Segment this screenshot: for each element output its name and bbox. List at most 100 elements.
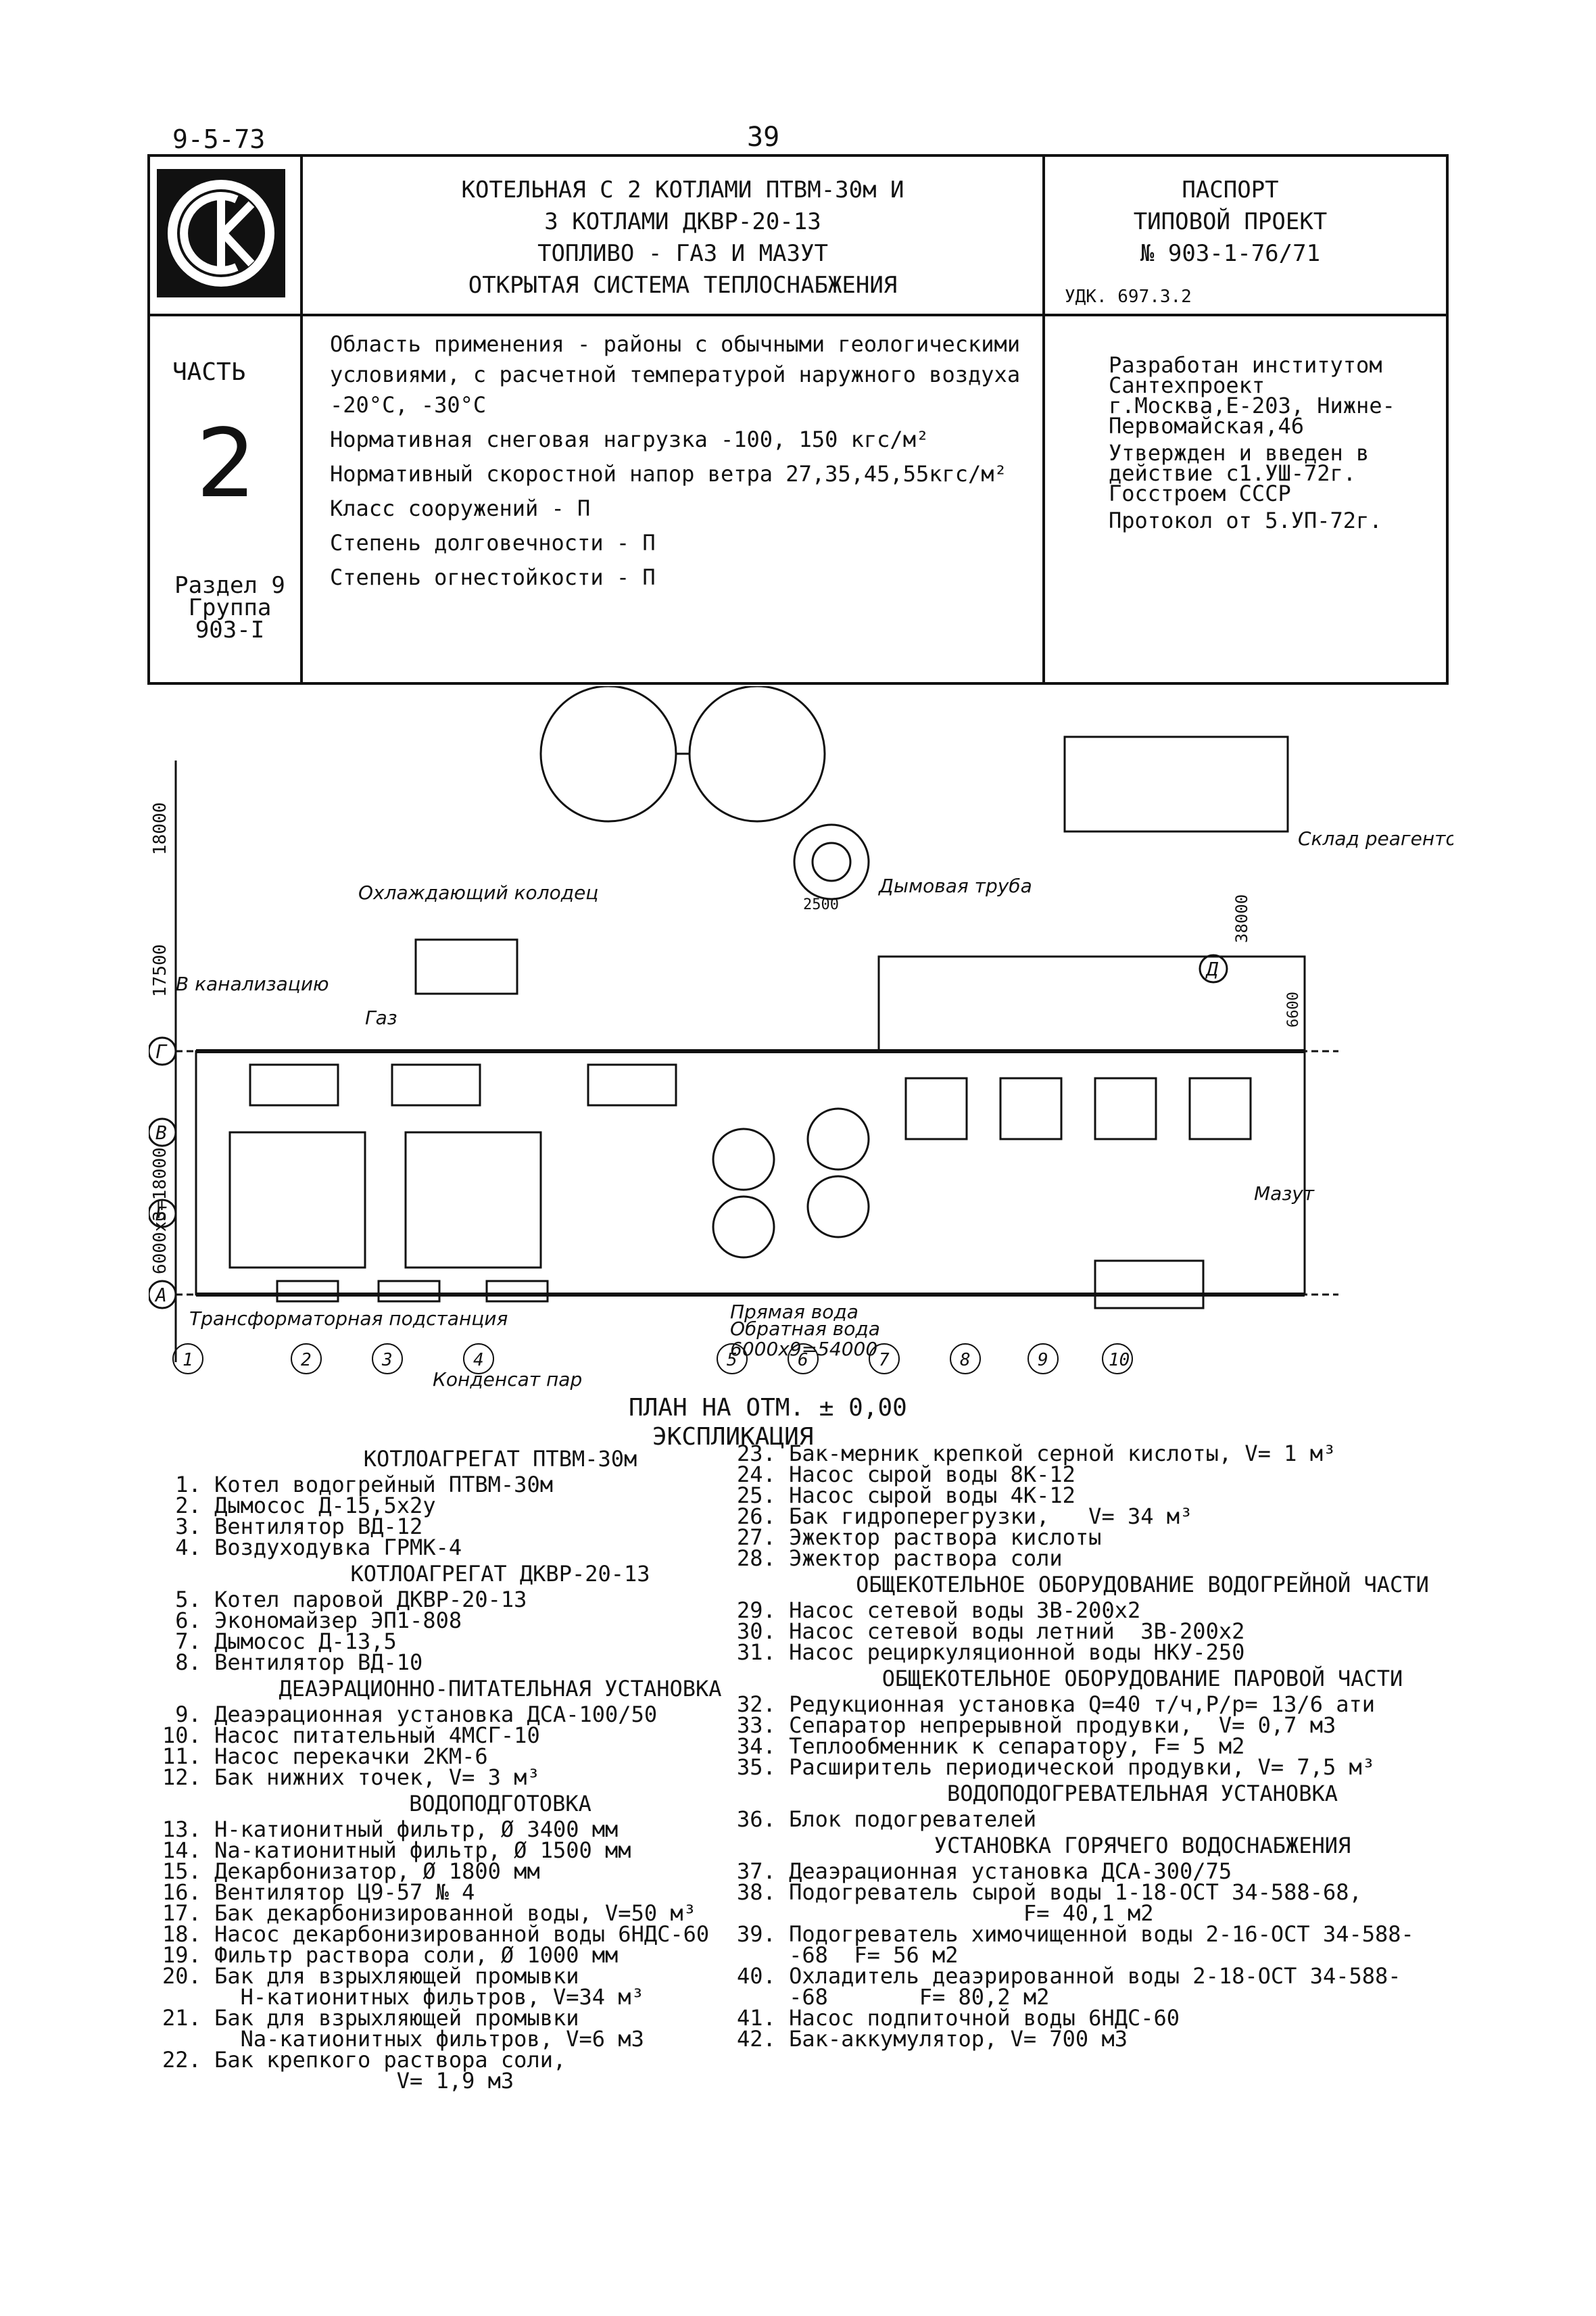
group-title: УСТАНОВКА ГОРЯЧЕГО ВОДОСНАБЖЕНИЯ [934,1833,1351,1858]
section-group: Раздел 9 Группа 903-I [169,574,291,644]
udk-code: УДК. 697.3.2 [1065,287,1192,307]
explication-item: 6. Экономайзер ЭП1-808 [162,1608,462,1633]
axis-6: 6 [798,1350,808,1370]
explication-item: V= 1,9 м3 [162,2068,514,2094]
explication-item: 34. Теплообменник к сепаратору, F= 5 м2 [737,1733,1245,1759]
explication-item: Na-катионитных фильтров, V=6 м3 [162,2026,644,2052]
label-transformer: Трансформаторная подстанция [189,1307,508,1330]
scope-line-4: Класс сооружений - П [330,496,591,521]
title-line-1: КОТЕЛЬНАЯ С 2 КОТЛАМИ ПТВМ-30м И [461,176,904,203]
developer-line-2: Утвержден и введен в действие с1.УШ-72г.… [1109,440,1370,506]
dim-18000-grid: 6000х3=18000 [150,1147,170,1274]
explication-title: ЭКСПЛИКАЦИЯ [652,1423,814,1451]
explication-item: 40. Охладитель деаэрированной воды 2-18-… [737,1963,1401,1989]
title-line-2: 3 КОТЛАМИ ДКВР-20-13 [544,208,821,235]
group-title: ОБЩЕКОТЕЛЬНОЕ ОБОРУДОВАНИЕ ПАРОВОЙ ЧАСТИ [881,1666,1403,1691]
label-fuel-oil: Мазут [1254,1182,1315,1205]
explication-item: 11. Насос перекачки 2КМ-6 [162,1743,488,1769]
explication-item: 25. Насос сырой воды 4К-12 [737,1482,1075,1508]
explication-item: 8. Вентилятор ВД-10 [162,1649,423,1675]
axis-G: Г [155,1040,168,1063]
axis-4: 4 [473,1350,484,1370]
document-code: 9-5-73 [172,124,266,154]
explication-item: 4. Воздуходувка ГРМК-4 [162,1535,462,1560]
passport-label: ПАСПОРТ [1182,176,1279,203]
explication-item: 10. Насос питательный 4МСГ-10 [162,1722,540,1748]
label-reagent-store: Склад реагентов [1298,827,1453,850]
explication-item: 3. Вентилятор ВД-12 [162,1514,423,1539]
floor-plan-drawing: Склад реагентов 18000 17500 6000х3=18000… [147,685,1468,1443]
floor-plan-svg: Склад реагентов 18000 17500 6000х3=18000… [147,685,1468,1391]
plan-title: ПЛАН НА ОТМ. ± 0,00 [629,1394,907,1422]
part-label: ЧАСТЬ [172,358,246,386]
dim-span: 6000х9=54000 [730,1338,877,1360]
dim-6600: 6600 [1285,992,1302,1028]
project-number: № 903-1-76/71 [1140,240,1321,267]
frame-divider-right [1042,157,1045,682]
scope-line-3: Нормативный скоростной напор ветра 27,35… [330,461,1007,487]
tank-right [688,685,826,823]
label-gas: Газ [365,1007,397,1029]
explication-item: 39. Подогреватель химочищенной воды 2-16… [737,1921,1414,1947]
label-condensate: Конденсат пар [433,1368,582,1391]
explication-item: 35. Расширитель периодической продувки, … [737,1754,1376,1780]
explication-item: 28. Эжектор раствора соли [737,1545,1063,1571]
axis-3: 3 [381,1350,393,1370]
explication-item: 29. Насос сетевой воды 3В-200х2 [737,1597,1141,1623]
explication-item: 9. Деаэрационная установка ДСА-100/50 [162,1702,658,1727]
explication-item: 13. Н-катионитный фильтр, Ø 3400 мм [162,1816,619,1842]
explication-item: 37. Деаэрационная установка ДСА-300/75 [737,1858,1232,1884]
explication-item: 27. Эжектор раствора кислоты [737,1524,1102,1550]
explication-item: 5. Котел паровой ДКВР-20-13 [162,1587,527,1612]
title-line-3: ТОПЛИВО - ГАЗ И МАЗУТ [537,240,828,267]
axis-2: 2 [301,1350,312,1370]
frame-divider-left [300,157,303,682]
axis-A: А [154,1284,167,1306]
explication-item: 38. Подогреватель сырой воды 1-18-ОСТ 34… [737,1879,1362,1905]
annex-building [877,955,1306,1053]
label-return-water: Обратная вода [730,1318,880,1340]
project-title: КОТЕЛЬНАЯ С 2 КОТЛАМИ ПТВМ-30м И 3 КОТЛА… [412,174,953,301]
scope-line-2: Нормативная снеговая нагрузка -100, 150 … [330,427,929,452]
title-line-4: ОТКРЫТАЯ СИСТЕМА ТЕПЛОСНАБЖЕНИЯ [468,272,898,299]
explication-item: -68 F= 80,2 м2 [737,1984,1050,2010]
passport-block: ПАСПОРТ ТИПОВОЙ ПРОЕКТ № 903-1-76/71 [1055,174,1406,270]
explication-item: 1. Котел водогрейный ПТВМ-30м [162,1472,553,1497]
explication-right-column: 23. Бак-мерник крепкой серной кислоты, V… [737,1443,1548,2050]
explication-item: 20. Бак для взрыхляющей промывки [162,1963,579,1989]
explication-item: -68 F= 56 м2 [737,1942,959,1968]
axis-9: 9 [1038,1350,1048,1370]
explication-item: 14. Na-катионитный фильтр, Ø 1500 мм [162,1837,631,1863]
axis-8: 8 [960,1350,971,1370]
explication-item: 31. Насос рециркуляционной воды НКУ-250 [737,1639,1245,1665]
explication-item: 19. Фильтр раствора соли, Ø 1000 мм [162,1942,619,1968]
explication-item: 41. Насос подпиточной воды 6НДС-60 [737,2005,1180,2031]
frame-divider-middle [150,314,1446,316]
project-type: ТИПОВОЙ ПРОЕКТ [1133,208,1328,235]
explication-item: 24. Насос сырой воды 8К-12 [737,1462,1075,1487]
dim-17500: 17500 [150,944,170,997]
group-title: ВОДОПОДОГРЕВАТЕЛЬНАЯ УСТАНОВКА [947,1781,1338,1806]
axis-B: Б [155,1203,167,1225]
explication-item: 12. Бак нижних точек, V= 3 м³ [162,1764,540,1790]
explication-item: 22. Бак крепкого раствора соли, [162,2047,566,2073]
group-title: КОТЛОАГРЕГАТ ДКВР-20-13 [350,1561,650,1587]
chimney-outer [793,823,870,900]
label-cooling-well: Охлаждающий колодец [358,882,598,904]
section-line-2: Группа [188,594,272,621]
label-sewer: В канализацию [176,973,329,995]
axis-D: Д [1205,958,1219,980]
explication-item: F= 40,1 м2 [737,1900,1154,1926]
explication-left-column: КОТЛОАГРЕГАТ ПТВМ-30м 1. Котел водогрейн… [162,1443,838,2092]
cooling-well [414,938,518,995]
axis-5: 5 [727,1350,737,1370]
explication-item: 32. Редукционная установка Q=40 т/ч,Р/р=… [737,1691,1376,1717]
part-number: 2 [196,409,257,519]
explication-item: 26. Бак гидроперегрузки, V= 34 м³ [737,1503,1193,1529]
axis-7: 7 [879,1350,890,1370]
section-line-3: 903-I [195,617,265,644]
logo-graphic [157,169,285,297]
scope-line-5: Степень долговечности - П [330,530,656,556]
developer-line-3: Протокол от 5.УП-72г. [1109,508,1382,533]
scope-line-1: Область применения - районы с обычными г… [330,331,1021,418]
